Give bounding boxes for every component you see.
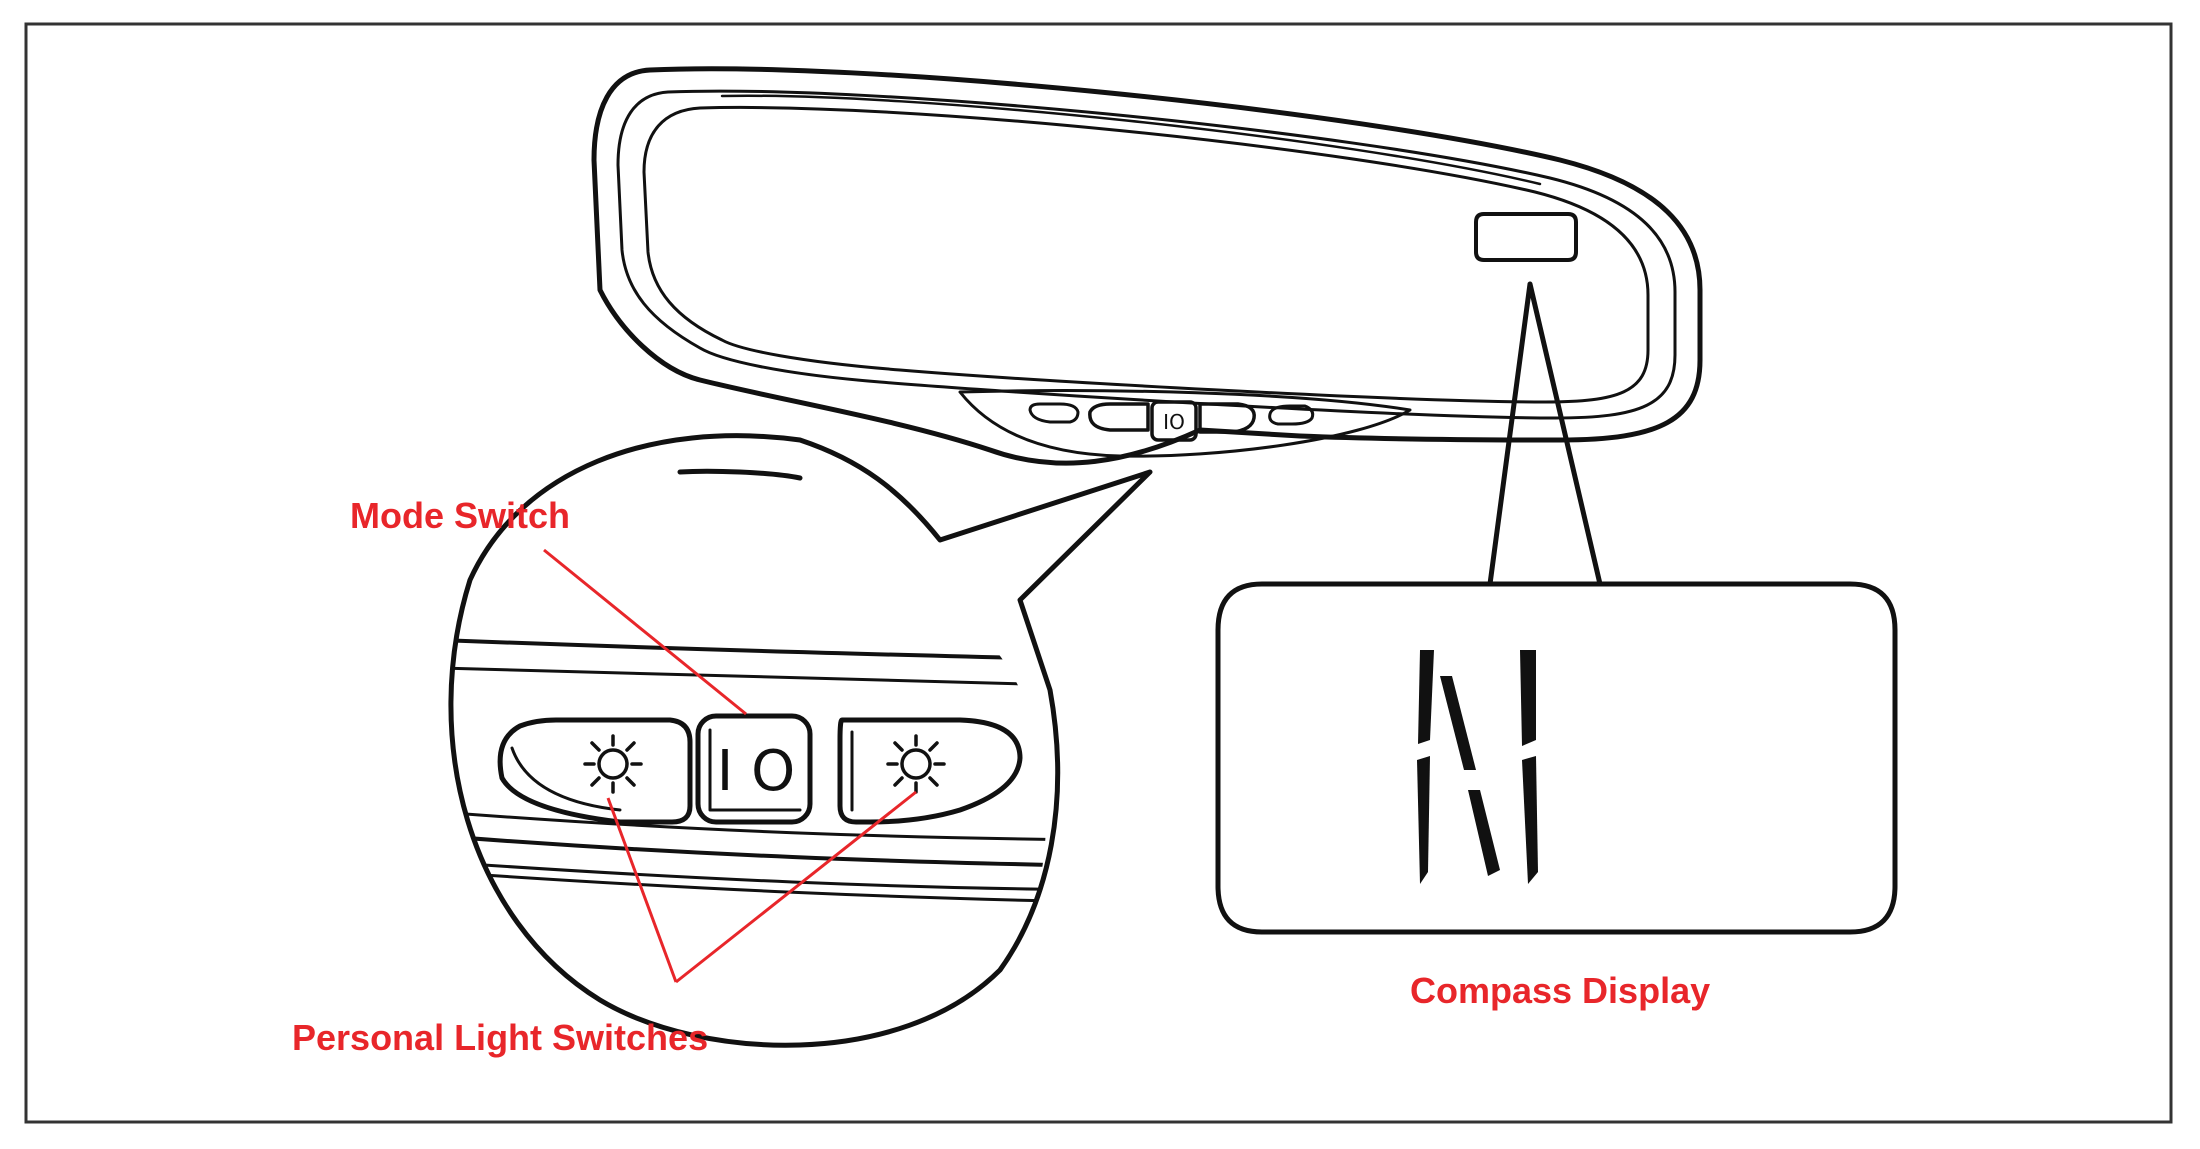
sun-light-icon (583, 734, 643, 794)
compass-heading-glyph (1417, 650, 1538, 884)
annotation-leaders (543, 548, 917, 984)
svg-text:IO: IO (1163, 410, 1185, 434)
compass-display-box (1215, 581, 1898, 935)
right-light-switch (837, 717, 1023, 825)
compass-display-label: Compass Display (1410, 970, 1711, 1011)
compass-heading-value: N (1478, 879, 1479, 881)
compass-callout (1215, 281, 1898, 935)
rearview-mirror: IO (591, 66, 1703, 466)
mode-switch-label: Mode Switch (350, 495, 571, 536)
mode-switch-glyph: I O (717, 739, 795, 804)
left-light-switch (497, 717, 693, 825)
sun-light-icon (886, 734, 946, 794)
mode-switch-key (695, 713, 813, 825)
personal-light-switches-label: Personal Light Switches (292, 1017, 709, 1058)
figure-border (24, 22, 2173, 1124)
